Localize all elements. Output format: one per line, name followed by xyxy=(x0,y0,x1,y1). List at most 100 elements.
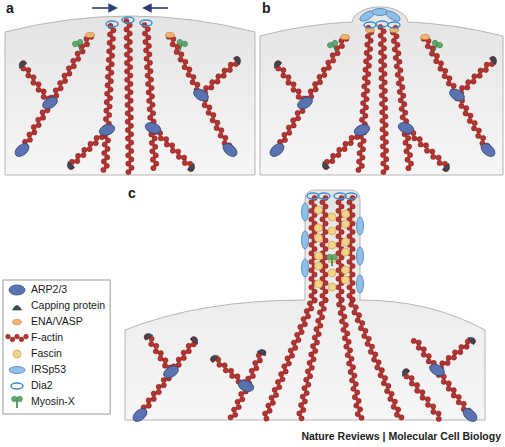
f-actin-filament xyxy=(421,36,490,153)
actin-bead xyxy=(236,404,241,409)
actin-bead xyxy=(464,106,469,111)
actin-bead xyxy=(187,67,192,72)
actin-bead xyxy=(369,344,374,349)
actin-bead xyxy=(317,74,322,79)
actin-bead xyxy=(207,105,212,110)
actin-bead xyxy=(176,149,181,154)
actin-bead xyxy=(307,360,312,365)
actin-bead xyxy=(436,155,441,160)
actin-bead xyxy=(40,110,45,115)
f-actin-filament xyxy=(142,22,159,170)
actin-bead xyxy=(403,140,408,145)
actin-bead xyxy=(58,86,63,91)
actin-bead xyxy=(393,55,398,60)
irsp53 xyxy=(357,275,364,293)
actin-bead xyxy=(149,341,154,346)
legend-label: Dia2 xyxy=(31,380,53,392)
f-actin-filament xyxy=(337,297,365,420)
actin-bead xyxy=(186,72,191,77)
capping-protein xyxy=(17,59,27,68)
actin-bead xyxy=(75,159,80,164)
myosin-x xyxy=(12,396,23,408)
actin-bead xyxy=(336,153,341,158)
actin-bead xyxy=(420,390,425,395)
actin-bead xyxy=(309,352,314,357)
actin-bead xyxy=(170,42,175,47)
actin-bead xyxy=(151,391,156,396)
actin-bead xyxy=(62,73,67,78)
actin-bead xyxy=(451,393,456,398)
actin-bead xyxy=(415,388,420,393)
movement-arrow xyxy=(92,7,116,9)
myosin-x-head xyxy=(331,39,338,46)
actin-bead xyxy=(162,363,167,368)
irsp53 xyxy=(302,259,309,277)
myosin-x xyxy=(327,39,342,54)
actin-bead xyxy=(186,349,191,354)
actin-bead xyxy=(272,387,277,392)
actin-bead xyxy=(239,391,244,396)
dia2-formin xyxy=(106,21,118,27)
actin-bead xyxy=(32,130,37,135)
actin-bead xyxy=(206,110,211,115)
actin-bead xyxy=(359,415,364,420)
panel-letter: b xyxy=(262,1,271,16)
actin-bead xyxy=(339,43,344,48)
actin-bead xyxy=(446,81,451,86)
actin-bead xyxy=(298,324,303,329)
actin-bead xyxy=(456,394,461,399)
actin-bead xyxy=(405,157,410,162)
panel-letter: c xyxy=(128,186,136,201)
actin-bead xyxy=(431,154,436,159)
actin-bead xyxy=(423,143,428,148)
f-actin-filament xyxy=(166,34,232,153)
f-actin-filament xyxy=(136,336,196,416)
actin-bead xyxy=(451,83,456,88)
actin-bead xyxy=(466,80,471,85)
legend-label: ENA/VASP xyxy=(31,316,83,328)
actin-bead xyxy=(420,395,425,400)
actin-bead xyxy=(163,358,168,363)
fascin xyxy=(315,262,323,270)
f-actin-filament xyxy=(124,18,134,174)
actin-bead xyxy=(82,147,87,152)
f-actin-filament xyxy=(356,25,374,172)
actin-bead xyxy=(440,361,445,366)
actin-bead xyxy=(313,82,318,87)
actin-bead xyxy=(330,53,335,58)
actin-bead xyxy=(84,42,89,47)
actin-bead xyxy=(421,347,426,352)
actin-bead xyxy=(295,332,300,337)
actin-bead xyxy=(391,38,396,43)
actin-bead xyxy=(76,56,81,61)
actin-bead xyxy=(230,373,235,378)
fascin xyxy=(342,276,350,284)
actin-bead xyxy=(218,133,223,138)
actin-bead xyxy=(353,381,358,386)
actin-bead xyxy=(202,103,207,108)
actin-bead xyxy=(326,65,331,70)
actin-bead xyxy=(443,68,448,73)
arp23-complex xyxy=(221,141,240,159)
actin-bead xyxy=(319,301,324,306)
actin-bead xyxy=(71,64,76,69)
myosin-x xyxy=(327,254,338,266)
actin-bead xyxy=(343,322,348,327)
actin-bead xyxy=(346,339,351,344)
actin-bead xyxy=(222,68,227,73)
actin-bead xyxy=(19,337,24,342)
cell-membrane xyxy=(5,16,255,175)
actin-bead xyxy=(36,87,41,92)
actin-bead xyxy=(337,147,342,152)
f-actin-filament xyxy=(273,36,349,152)
actin-bead xyxy=(282,364,287,369)
actin-bead xyxy=(424,148,429,153)
actin-bead xyxy=(31,75,36,80)
actin-bead xyxy=(312,335,317,340)
actin-bead xyxy=(467,118,472,123)
actin-bead xyxy=(304,309,309,314)
actin-bead xyxy=(75,51,80,56)
actin-bead xyxy=(417,137,422,142)
cell-membrane xyxy=(260,7,503,175)
